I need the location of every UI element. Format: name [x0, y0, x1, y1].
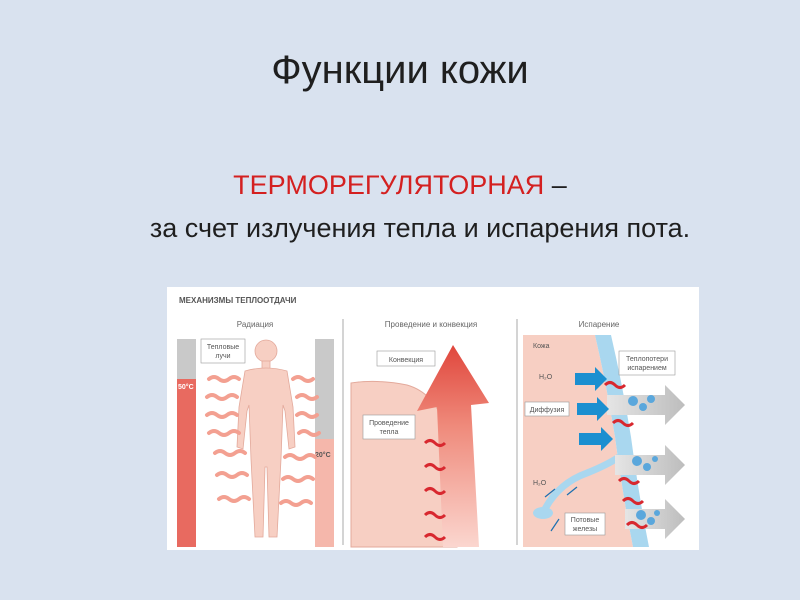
water-label-2: H₂O [533, 480, 547, 487]
loss-label-line1: Теплопотери [626, 356, 668, 363]
temp-cool-label: 20°C [315, 451, 331, 459]
skin-label: Кожа [533, 343, 550, 350]
sweat-gland [533, 507, 553, 519]
subtitle-description: за счет излучения тепла и испарения пота… [100, 212, 740, 245]
subtitle-dash: – [544, 170, 567, 200]
loss-label-line2: испарением [627, 365, 667, 372]
glands-label-line1: Потовые [571, 517, 600, 524]
figure-heading: МЕХАНИЗМЫ ТЕПЛООТДАЧИ [179, 296, 297, 305]
panel-title-evaporation: Испарение [579, 320, 620, 329]
rays-label-line2: лучи [215, 353, 230, 360]
panel-title-radiation: Радиация [237, 320, 274, 329]
diffusion-label: Диффузия [530, 407, 565, 414]
panel-title-convection: Проведение и конвекция [385, 320, 477, 329]
conduction-label-line2: тепла [380, 429, 399, 436]
heat-transfer-figure: МЕХАНИЗМЫ ТЕПЛООТДАЧИ Радиация Проведени… [167, 287, 699, 550]
radiation-panel: 50°C 20°C Тепловые лучи [177, 339, 334, 547]
slide-title: Функции кожи [0, 48, 800, 93]
convection-label: Конвекция [389, 357, 423, 364]
water-label-1: H₂O [539, 374, 553, 381]
thermometer-hot-fill [177, 379, 196, 547]
glands-label-line2: железы [573, 526, 597, 533]
evaporation-panel: Кожа H₂O Диффузия Теплопотери испарением… [523, 335, 685, 547]
temp-hot-label: 50°C [178, 383, 194, 391]
convection-panel: Конвекция Проведение тепла [351, 345, 489, 547]
rays-label-line1: Тепловые [207, 344, 239, 351]
conduction-label-line1: Проведение [369, 420, 409, 427]
thermoregulation-heading: ТЕРМОРЕГУЛЯТОРНАЯ [233, 170, 544, 200]
human-silhouette [237, 340, 295, 537]
subtitle-line: ТЕРМОРЕГУЛЯТОРНАЯ – [0, 170, 800, 201]
